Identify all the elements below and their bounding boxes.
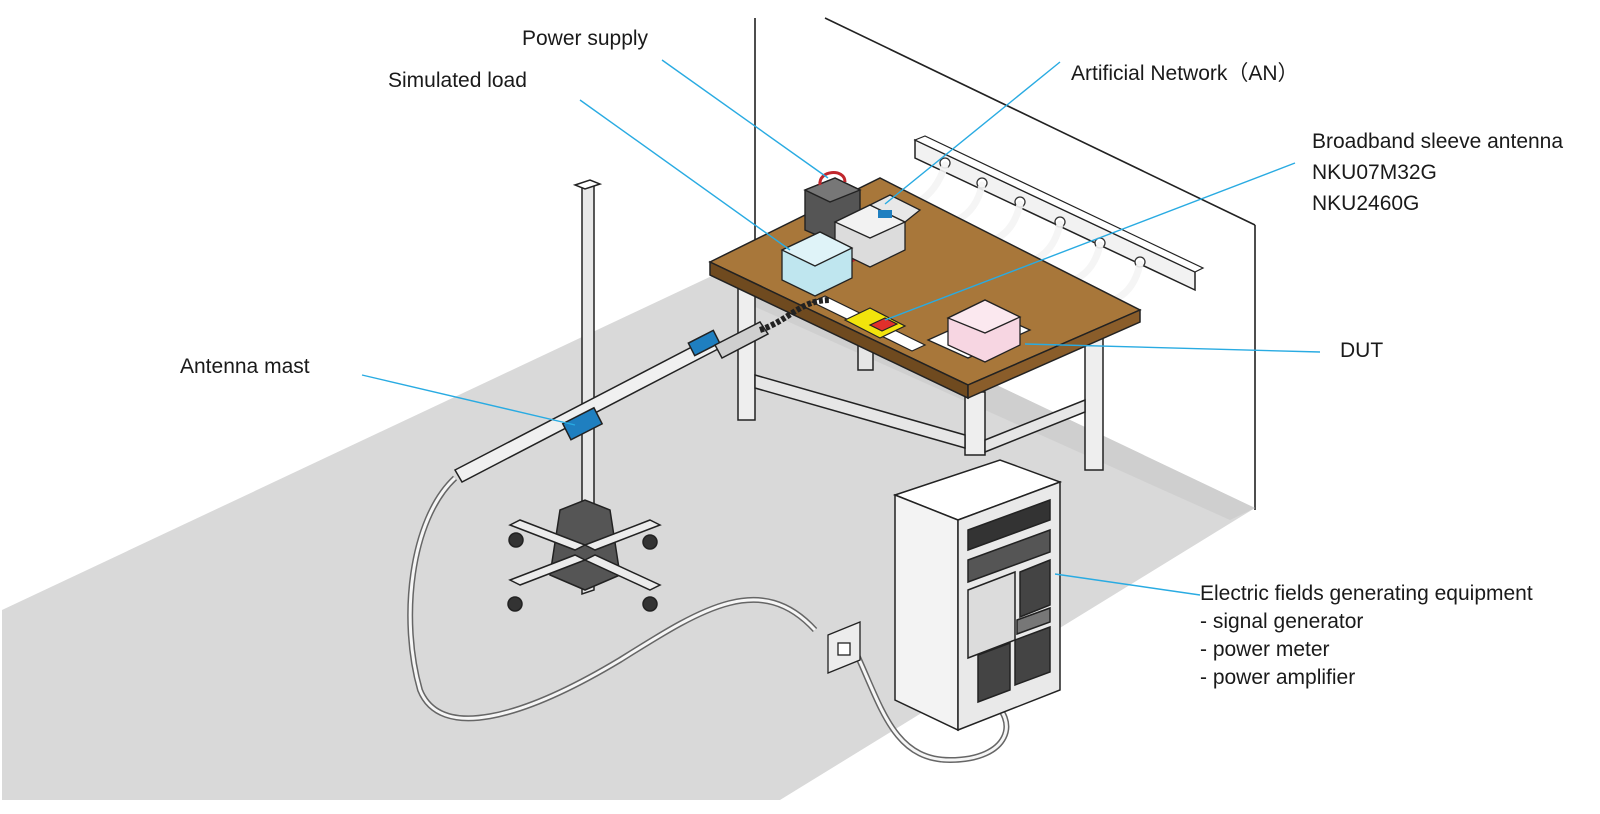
label-power-supply: Power supply [522,27,649,50]
leader-antenna [884,162,1296,321]
leader-simulated-load [579,99,791,251]
antenna-mast [453,179,770,612]
leader-artificial-network [884,61,1061,205]
leader-power-supply [661,59,829,179]
label-equipment-item-1: - signal generator [1200,610,1364,633]
label-dut: DUT [1340,339,1384,362]
leader-antenna-mast [361,374,576,426]
simulated-load [780,231,854,297]
equipment-rack [892,459,1063,732]
broadband-sleeve-antenna [810,295,927,352]
antenna-feed-cable [759,297,831,333]
dut-box [926,299,1032,363]
leader-equipment [1054,573,1201,596]
label-equipment-title: Electric fields generating equipment [1200,582,1533,605]
connector-panel [827,621,861,674]
label-equipment-item-2: - power meter [1200,638,1330,661]
leader-dut [1024,343,1321,353]
room-walls [754,17,1256,510]
label-equipment-item-3: - power amplifier [1200,666,1356,689]
label-antenna-model-2: NKU2460G [1312,192,1420,215]
label-simulated-load: Simulated load [388,69,527,92]
label-antenna-title: Broadband sleeve antenna [1312,130,1564,153]
label-antenna-mast: Antenna mast [180,355,310,378]
label-antenna-model-1: NKU07M32G [1312,161,1437,184]
label-artificial-network: Artificial Network（AN） [1071,62,1299,85]
